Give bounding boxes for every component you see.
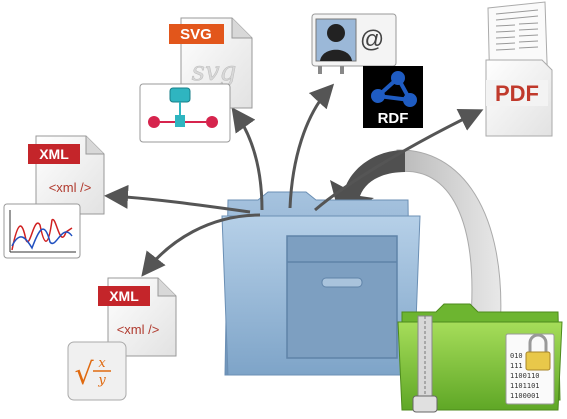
math-sqrt: √ [74, 357, 94, 392]
export-arrows [104, 83, 484, 277]
math-numerator: x [98, 356, 106, 371]
xml-top-badge: XML [39, 146, 69, 162]
svg-badge: SVG [180, 26, 212, 43]
rdf-label: RDF [378, 110, 409, 127]
xml-bottom-tag: <xml /> [117, 322, 160, 337]
math-formula-icon: √ x y [67, 341, 127, 401]
pdf-icon: PDF [485, 1, 553, 137]
vcard-icon: @ [311, 13, 397, 74]
arrow-to-vcard [288, 83, 335, 209]
xml-top-tag: <xml /> [49, 180, 92, 195]
network-diagram-icon [139, 83, 231, 143]
binary-line-3: 1100110 [510, 372, 540, 380]
pdf-label: PDF [495, 81, 539, 106]
rdf-graph-icon [371, 71, 417, 107]
svg-watermark: svg [192, 57, 237, 87]
rdf-icon: RDF [363, 66, 423, 128]
binary-line-4: 1101101 [510, 382, 540, 390]
green-zip-folder-icon: 010 111 1100110 1101101 1100001 [397, 303, 563, 413]
math-denominator: y [97, 373, 106, 388]
at-symbol: @ [360, 26, 384, 53]
padlock-icon [525, 333, 551, 371]
zipper-icon [412, 315, 438, 413]
binary-line-5: 1100001 [510, 392, 540, 400]
arrow-to-svg [231, 107, 264, 211]
oscillating-line-chart-icon [3, 203, 81, 259]
silhouette-avatar-icon [320, 24, 352, 61]
arrow-to-xml-bottom [141, 213, 261, 277]
xml-file-icon-top: XML <xml /> [3, 135, 105, 259]
xml-bottom-badge: XML [109, 288, 139, 304]
document-page-icon [495, 9, 539, 51]
blue-archive-folder-icon [221, 191, 421, 376]
svg-file-icon: SVG svg [139, 17, 253, 143]
arrow-to-xml-top [104, 184, 251, 214]
arrow-to-pdf [314, 109, 484, 212]
xml-file-icon-bottom: XML <xml /> √ x y [67, 277, 177, 401]
binary-line-2: 111 [510, 362, 523, 370]
binary-line-1: 010 [510, 352, 523, 360]
